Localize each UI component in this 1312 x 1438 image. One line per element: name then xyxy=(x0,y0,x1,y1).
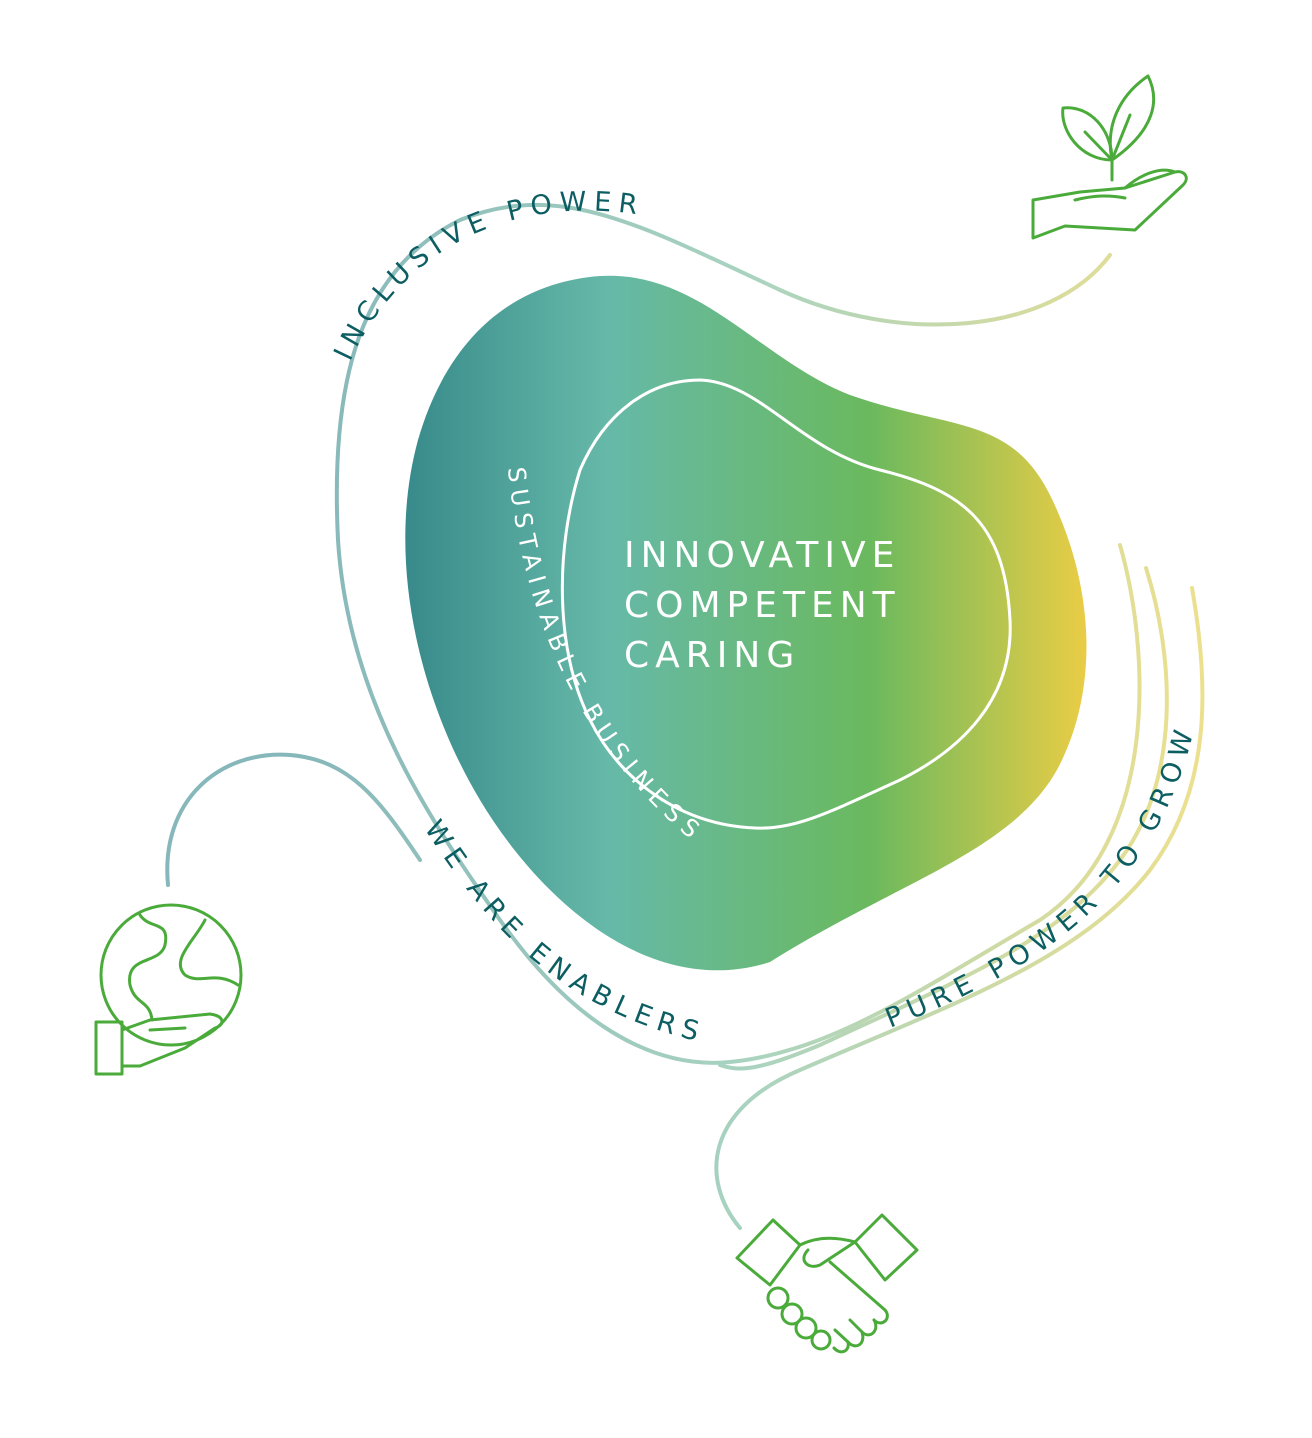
core-value-innovative: INNOVATIVE xyxy=(624,535,900,576)
handshake-connector-line xyxy=(714,586,1205,1230)
main-loop-line xyxy=(334,202,1142,1065)
handshake-icon xyxy=(735,1213,919,1354)
globe-connector-line xyxy=(165,752,422,887)
connector-lines xyxy=(165,202,1205,1230)
core-values-outline xyxy=(560,378,1012,830)
globe-in-hand-icon xyxy=(94,903,243,1076)
seedling-in-hand-icon xyxy=(1031,74,1188,240)
core-value-competent: COMPETENT xyxy=(624,585,901,626)
core-value-caring: CARING xyxy=(624,635,800,676)
sustainable-business-blob xyxy=(405,275,1087,971)
middle-right-line xyxy=(718,566,1169,1071)
